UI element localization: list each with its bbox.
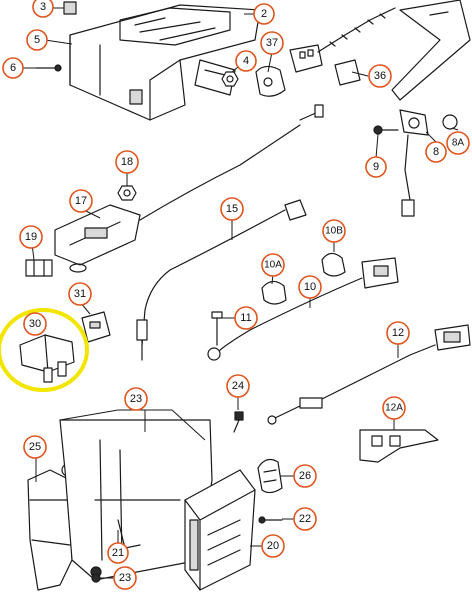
callout-10a[interactable]: 10A xyxy=(261,253,285,277)
callout-36-label: 36 xyxy=(374,70,386,82)
callout-17[interactable]: 17 xyxy=(69,189,93,213)
callout-15-label: 15 xyxy=(226,203,238,215)
callout-6[interactable]: 6 xyxy=(2,57,24,79)
callout-6-label: 6 xyxy=(10,62,16,74)
callout-19[interactable]: 19 xyxy=(19,225,43,249)
callout-26[interactable]: 26 xyxy=(293,464,317,488)
callout-9-label: 9 xyxy=(373,161,379,173)
callout-3-label: 3 xyxy=(40,1,46,13)
callout-8a-label: 8A xyxy=(452,138,465,149)
part-4-nut xyxy=(221,71,239,87)
callout-30-label: 30 xyxy=(29,318,41,330)
callout-30[interactable]: 30 xyxy=(23,312,47,336)
callout-5-label: 5 xyxy=(34,34,40,46)
callout-20-label: 20 xyxy=(267,540,279,552)
callout-31[interactable]: 31 xyxy=(68,282,92,306)
callout-9[interactable]: 9 xyxy=(365,156,387,178)
callout-24-label: 24 xyxy=(232,380,244,392)
callout-10-label: 10 xyxy=(304,281,316,293)
top-right-bracket xyxy=(391,0,471,101)
part-6-screw xyxy=(35,64,62,72)
callout-17-label: 17 xyxy=(75,195,87,207)
callout-37-label: 37 xyxy=(266,37,278,49)
callout-2-label: 2 xyxy=(261,8,267,20)
part-24-bolt xyxy=(233,411,244,433)
part-10-knock-sensor-cable xyxy=(207,257,399,361)
part-8-sensor xyxy=(399,109,458,217)
part-12a-cable-bracket xyxy=(359,429,439,463)
callout-23-bottom[interactable]: 23 xyxy=(113,566,137,590)
part-18-nut xyxy=(117,185,137,201)
callout-22[interactable]: 22 xyxy=(293,507,317,531)
callout-19-label: 19 xyxy=(25,231,37,243)
part-37-connector xyxy=(255,65,286,97)
callout-31-label: 31 xyxy=(74,288,86,300)
part-10b-clip xyxy=(321,252,346,277)
callout-25[interactable]: 25 xyxy=(23,435,47,459)
callout-12[interactable]: 12 xyxy=(386,321,410,345)
part-12-lambda-probe xyxy=(267,324,471,425)
callout-11[interactable]: 11 xyxy=(234,306,258,330)
callout-26-label: 26 xyxy=(299,470,311,482)
callout-8-label: 8 xyxy=(433,146,439,158)
callout-12-label: 12 xyxy=(392,327,404,339)
callout-8a[interactable]: 8A xyxy=(446,131,470,155)
part-9-screw xyxy=(373,125,399,135)
callout-10b-label: 10B xyxy=(325,226,343,237)
part-19-connector xyxy=(25,259,53,277)
callout-4[interactable]: 4 xyxy=(235,50,257,72)
part-10a-clip xyxy=(261,280,287,305)
callout-10a-label: 10A xyxy=(264,260,282,271)
leader-lines xyxy=(20,7,459,579)
callout-22-label: 22 xyxy=(299,513,311,525)
callout-37[interactable]: 37 xyxy=(260,31,284,55)
callout-15[interactable]: 15 xyxy=(220,197,244,221)
callout-24[interactable]: 24 xyxy=(226,374,250,398)
part-30-highlight-ring xyxy=(0,308,89,392)
callout-10[interactable]: 10 xyxy=(298,275,322,299)
callout-12a[interactable]: 12A xyxy=(382,396,406,420)
callout-25-label: 25 xyxy=(29,441,41,453)
callout-21[interactable]: 21 xyxy=(107,542,129,564)
callout-4-label: 4 xyxy=(243,55,249,67)
callout-11-label: 11 xyxy=(240,312,251,324)
callout-23-bottom-label: 23 xyxy=(119,572,131,584)
callout-8[interactable]: 8 xyxy=(425,141,447,163)
callout-23-top-label: 23 xyxy=(130,393,142,405)
callout-3[interactable]: 3 xyxy=(32,0,54,18)
part-31-connector xyxy=(81,311,111,343)
part-17-control-module xyxy=(54,124,301,273)
callout-20[interactable]: 20 xyxy=(261,534,285,558)
part-30-bracket xyxy=(19,334,75,383)
callout-18-label: 18 xyxy=(121,156,133,168)
callout-2[interactable]: 2 xyxy=(253,3,275,25)
part-15-exhaust-probe xyxy=(136,104,324,361)
part-21-mounting-plate xyxy=(59,419,213,581)
callout-5[interactable]: 5 xyxy=(26,29,48,51)
callout-23-top[interactable]: 23 xyxy=(124,387,148,411)
callout-10b[interactable]: 10B xyxy=(322,219,346,243)
part-20-control-unit xyxy=(184,469,256,591)
mounting-bracket-housing xyxy=(69,4,261,121)
callout-12a-label: 12A xyxy=(385,403,403,414)
part-22-screw xyxy=(258,516,283,524)
part-23-bottom-screw xyxy=(91,573,101,583)
part-26-clip xyxy=(257,458,283,494)
callout-21-label: 21 xyxy=(112,547,124,559)
callout-18[interactable]: 18 xyxy=(115,150,139,174)
part-36-plug-cable xyxy=(289,7,396,86)
callout-36[interactable]: 36 xyxy=(368,64,392,88)
part-3-cap xyxy=(63,1,77,15)
part-11-bolt xyxy=(211,311,223,346)
